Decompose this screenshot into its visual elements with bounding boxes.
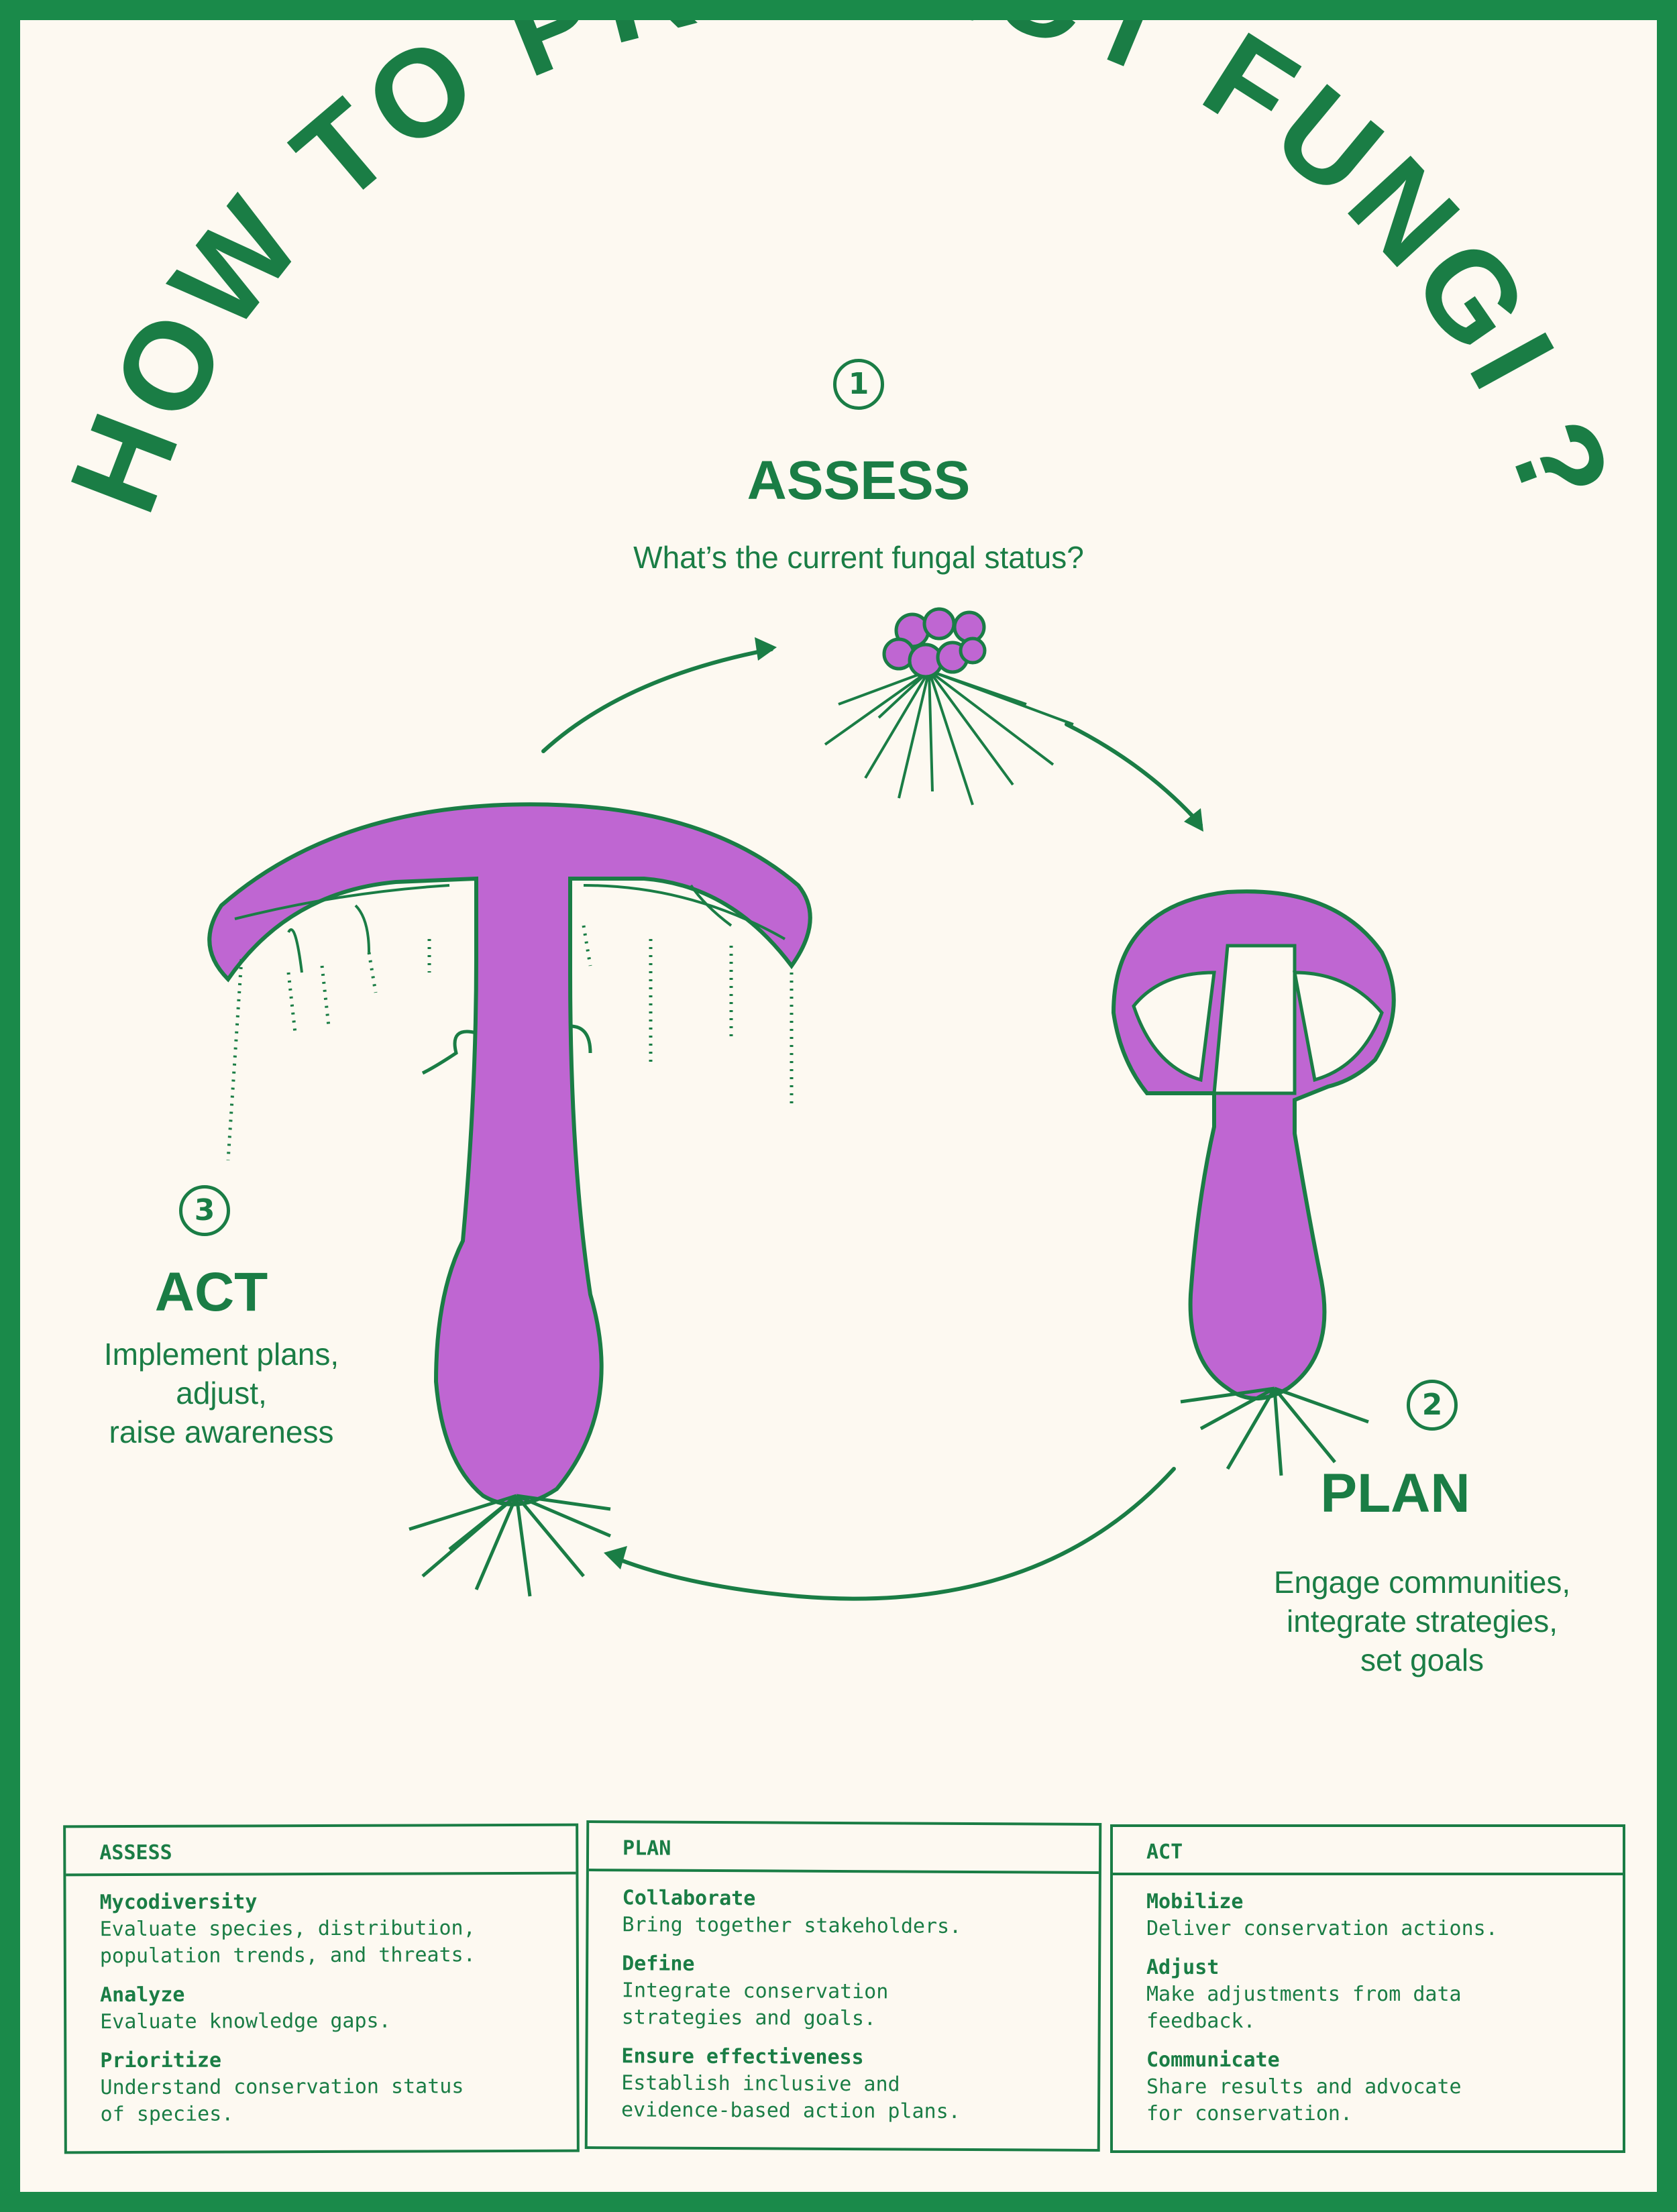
poster: HOW TO PROTECT FUNGI ? (20, 20, 1657, 2192)
card-entry: Analyze Evaluate knowledge gaps. (100, 1981, 576, 2036)
entry-description: Bring together stakeholders. (622, 1913, 962, 1938)
card-heading: ASSESS (66, 1826, 576, 1877)
step-text-act: Implement plans, adjust, raise awareness (103, 1337, 339, 1449)
arrow-plan-to-act (608, 1467, 1176, 1601)
step-title-act: ACT (154, 1262, 268, 1323)
card-entry: Ensure effectiveness Establish inclusive… (621, 2043, 1098, 2126)
entry-description: Evaluate knowledge gaps. (100, 2009, 391, 2034)
card-heading: ACT (1113, 1827, 1623, 1875)
arrow-act-to-assess (541, 647, 773, 753)
entry-title: Adjust (1146, 1956, 1220, 1979)
primordia-icon (824, 607, 1074, 806)
card-entry: Adjust Make adjustments from data feedba… (1146, 1954, 1623, 2035)
entry-description: Understand conservation status of specie… (100, 2075, 464, 2127)
step-number-act: 3 (179, 1185, 230, 1236)
entry-description: Make adjustments from data feedback. (1146, 1983, 1462, 2033)
entry-title: Mycodiversity (99, 1890, 258, 1915)
entry-title: Analyze (99, 1983, 185, 2007)
card-entry: Mobilize Deliver conservation actions. (1146, 1889, 1623, 1942)
card-entry: Collaborate Bring together stakeholders. (622, 1885, 1098, 1941)
entry-description: Integrate conservation strategies and go… (621, 1979, 889, 2031)
cycle-illustration (207, 607, 1396, 1601)
arrowhead-3 (604, 1546, 627, 1569)
entry-title: Collaborate (622, 1886, 756, 1911)
entry-title: Communicate (1146, 2048, 1280, 2072)
card-heading: PLAN (588, 1823, 1099, 1874)
arrowhead-2 (1184, 808, 1203, 832)
step-title-assess: ASSESS (747, 450, 971, 511)
entry-description: Evaluate species, distribution, populati… (99, 1916, 476, 1969)
card-plan: PLAN Collaborate Bring together stakehol… (584, 1820, 1102, 2152)
mature-mushroom-icon (207, 802, 812, 1597)
arrow-assess-to-plan (1065, 722, 1203, 827)
step-text-plan: Engage communities, integrate strategies… (1273, 1565, 1571, 1677)
entry-description: Deliver conservation actions. (1146, 1917, 1498, 1940)
entry-description: Establish inclusive and evidence-based a… (620, 2071, 961, 2123)
step-text-assess: What’s the current fungal status? (633, 540, 1084, 575)
entry-title: Define (622, 1952, 695, 1976)
card-entry: Communicate Share results and advocate f… (1146, 2047, 1623, 2127)
entry-title: Prioritize (100, 2048, 222, 2073)
card-entry: Define Integrate conservation strategies… (622, 1950, 1099, 2034)
step-title-plan: PLAN (1320, 1463, 1470, 1524)
card-act: ACT Mobilize Deliver conservation action… (1110, 1824, 1625, 2153)
step-number-assess: 1 (833, 359, 884, 410)
card-assess: ASSESS Mycodiversity Evaluate species, d… (63, 1823, 580, 2154)
entry-title: Mobilize (1146, 1890, 1244, 1914)
card-entry: Prioritize Understand conservation statu… (100, 2046, 576, 2128)
card-entry: Mycodiversity Evaluate species, distribu… (99, 1888, 576, 1970)
entry-description: Share results and advocate for conservat… (1146, 2075, 1462, 2125)
arched-title: HOW TO PROTECT FUNGI ? (44, 20, 1631, 530)
young-mushroom-icon (1111, 889, 1396, 1476)
arrowhead-1 (755, 637, 777, 661)
entry-title: Ensure effectiveness (621, 2044, 864, 2070)
step-number-plan: 2 (1407, 1380, 1458, 1431)
